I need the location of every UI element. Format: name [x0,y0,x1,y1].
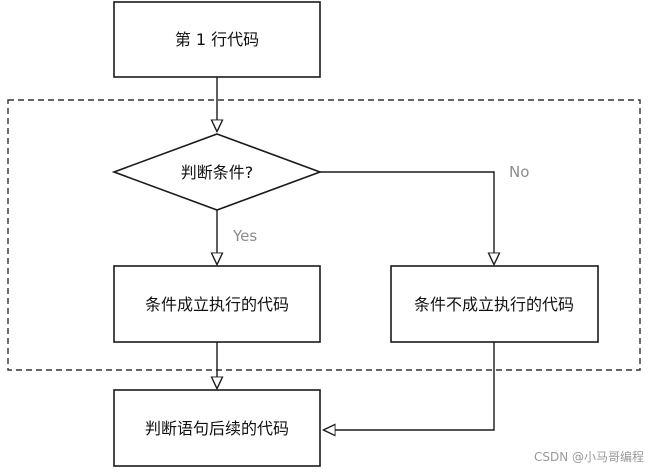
yes-block-node: 条件成立执行的代码 [113,265,321,343]
end-node: 判断语句后续的代码 [113,389,321,467]
yes-block-label: 条件成立执行的代码 [145,295,289,314]
yes-block-box [113,265,321,343]
decision-node: 判断条件? [111,133,323,211]
if-structure-region [7,99,641,371]
no-block-box [390,265,599,343]
no-block-label: 条件不成立执行的代码 [414,295,574,314]
start-node-label: 第 1 行代码 [175,30,259,49]
yes-branch-label: Yes [232,227,257,245]
start-node: 第 1 行代码 [113,1,321,78]
watermark-text: CSDN @小马哥编程 [534,449,644,464]
end-node-box [113,389,321,467]
decision-label: 判断条件? [181,163,254,182]
arrow-no-block-to-end [324,342,495,430]
decision-diamond [111,133,323,211]
no-block-node: 条件不成立执行的代码 [390,265,599,343]
no-branch-label: No [509,163,529,181]
start-node-box [113,1,321,78]
arrow-decision-no [320,171,494,264]
end-node-label: 判断语句后续的代码 [145,419,289,438]
